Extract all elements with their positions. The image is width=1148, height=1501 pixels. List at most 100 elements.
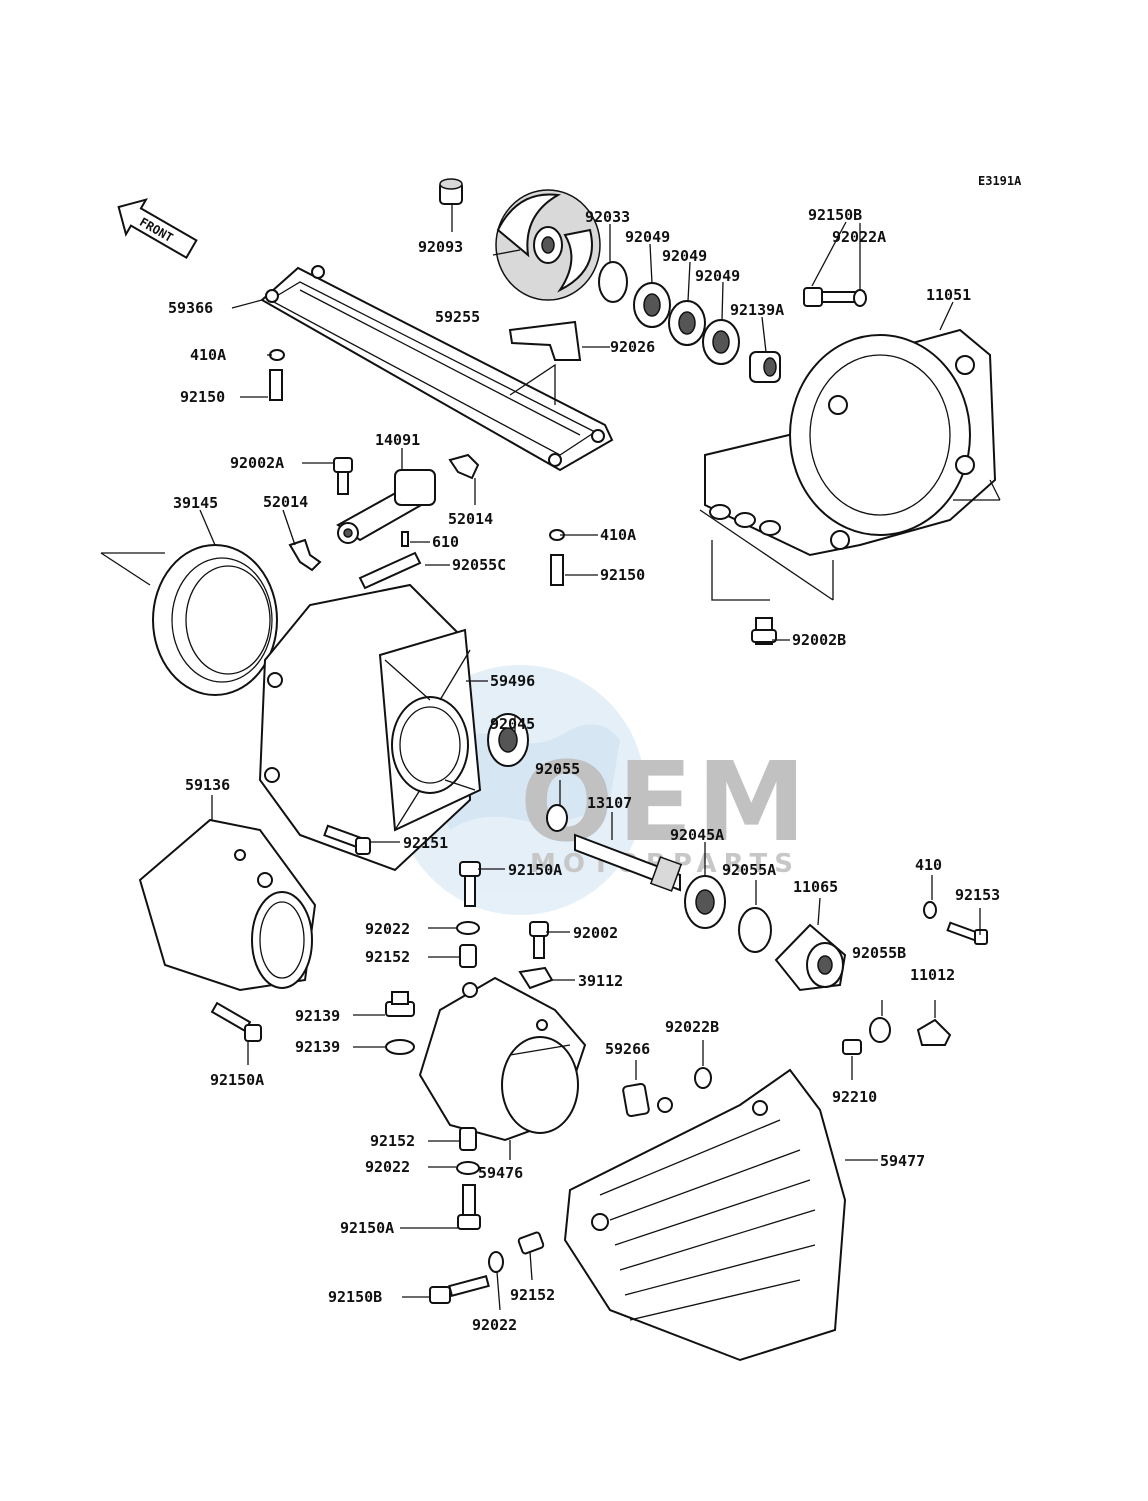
watermark-main-text: OEM [520,738,810,866]
label-92055: 92055 [535,760,580,778]
label-59496: 59496 [490,672,535,690]
part-labels: 59366 410A 92150 92093 59255 92033 92049… [168,206,1000,1334]
label-14091: 14091 [375,431,420,449]
label-92139-lower: 92139 [295,1038,340,1056]
bushing-92139-upper [385,991,415,1017]
label-410: 410 [915,856,942,874]
label-92150-mid: 92150 [600,566,645,584]
bolt-92150A-lower [457,1184,481,1230]
ring-39145 [152,544,278,696]
label-92026: 92026 [610,338,655,356]
label-92002: 92002 [573,924,618,942]
seals-92049 [633,282,740,365]
shaft-13107 [574,833,683,892]
label-11065: 11065 [793,878,838,896]
label-59255: 59255 [435,308,480,326]
label-92152-mid: 92152 [370,1132,415,1150]
label-92150B-top: 92150B [808,206,862,224]
label-92210: 92210 [832,1088,877,1106]
fitting-52014-left [288,538,322,572]
label-92045A: 92045A [670,826,724,844]
nozzle-pipe-14091 [336,469,436,544]
collar-92139A [749,351,781,383]
label-92150-top: 92150 [180,388,225,406]
leader-lines [100,205,1001,1311]
bolt-92150-mid [550,554,564,586]
label-92139-upper: 92139 [295,1007,340,1025]
washer-92022A [853,289,867,307]
label-59477: 59477 [880,1152,925,1170]
washer-92022-bottom [488,1251,504,1273]
label-92049-3: 92049 [695,267,740,285]
label-92150A-upper: 92150A [508,861,562,879]
label-11012: 11012 [910,966,955,984]
label-39112: 39112 [578,972,623,990]
bolt-92150-top [269,369,283,401]
screw-92153 [946,921,988,945]
label-92152-bottom: 92152 [510,1286,555,1304]
pin-610 [401,531,409,547]
label-59476: 59476 [478,1164,523,1182]
label-92045: 92045 [490,715,535,733]
nozzle-59136 [138,818,317,992]
label-92152-upper: 92152 [365,948,410,966]
label-92153: 92153 [955,886,1000,904]
fitting-59266 [622,1082,673,1118]
washer-92022B [694,1067,712,1089]
stator-59496 [258,583,482,872]
label-92139A: 92139A [730,301,784,319]
bolt-92002A [333,457,353,495]
cap-nut-92093 [439,178,463,205]
o-ring-92055A [738,907,772,953]
pump-case-11051 [704,328,997,557]
label-92002B: 92002B [792,631,846,649]
bolt-92151 [323,824,371,855]
fitting-52014-right [448,453,480,480]
bolt-92002 [529,921,549,959]
washer-92022-upper [456,921,480,935]
label-92022-upper: 92022 [365,920,410,938]
bearing-92045 [487,713,529,767]
label-92022B: 92022B [665,1018,719,1036]
label-610: 610 [432,533,459,551]
label-92151: 92151 [403,834,448,852]
bolt-92150B-bottom [429,1275,490,1304]
label-92033: 92033 [585,208,630,226]
washer-410 [923,901,937,919]
label-92150A-left: 92150A [210,1071,264,1089]
label-92093: 92093 [418,238,463,256]
label-92055C: 92055C [452,556,506,574]
fitting-92210 [842,1039,862,1055]
ride-plate-59366 [260,265,614,472]
label-92049-2: 92049 [662,247,707,265]
collar-92152-upper [459,944,477,968]
label-92022A: 92022A [832,228,886,246]
bracket-39112 [518,966,554,990]
label-410A-top: 410A [190,346,226,364]
diagram-code: E3191A [978,174,1022,188]
plug-11012 [916,1018,952,1046]
gasket-92055C [358,551,422,590]
bushing-92139-lower [385,1039,415,1055]
label-59266: 59266 [605,1040,650,1058]
washer-410A-top [269,349,285,361]
label-52014-right: 52014 [448,510,493,528]
label-13107: 13107 [587,794,632,812]
bearing-92045A [684,875,726,929]
impeller-59255 [495,189,601,301]
bolt-92150A-left [210,1001,262,1042]
label-92055B: 92055B [852,944,906,962]
bracket-92026 [508,320,582,361]
bolt-92002B [751,617,777,645]
label-92150A-lower: 92150A [340,1219,394,1237]
collar-92152-bottom [517,1231,545,1255]
label-92055A: 92055A [722,861,776,879]
o-ring-92055B [869,1017,891,1043]
label-92049-1: 92049 [625,228,670,246]
label-92022-mid: 92022 [365,1158,410,1176]
label-52014-left: 52014 [263,493,308,511]
front-arrow-icon: FRONT [117,198,198,260]
o-ring-92055 [546,804,568,832]
label-92022-bottom: 92022 [472,1316,517,1334]
reverse-bucket-59477 [563,1068,847,1362]
